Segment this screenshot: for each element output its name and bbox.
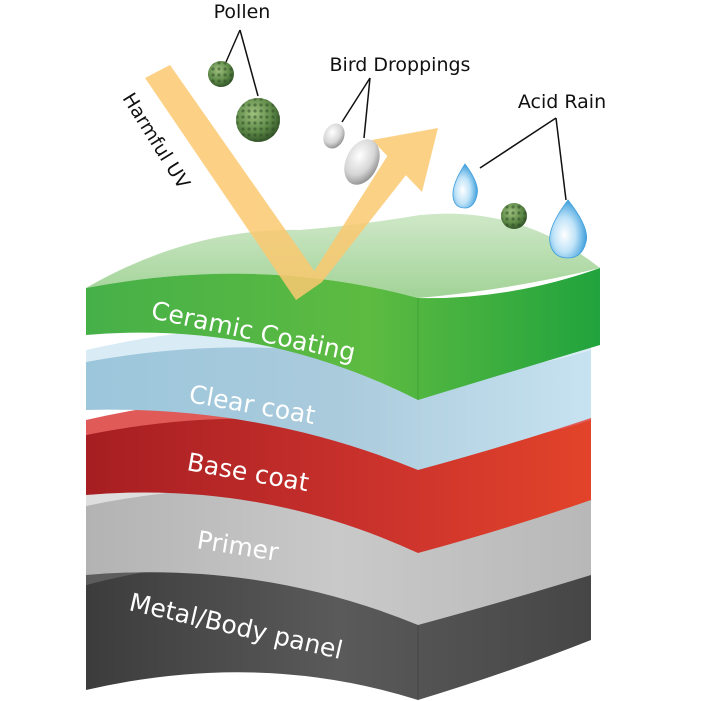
- acid-rain-label: Acid Rain: [518, 91, 606, 113]
- acid-rain-group: [452, 117, 587, 259]
- water-drop-icon: [452, 163, 478, 209]
- layer-ceramic: [86, 213, 600, 400]
- bird-droppings-group: [323, 77, 380, 185]
- pollen-group: [208, 29, 280, 142]
- bird-dropping-icon: [323, 123, 345, 149]
- uv-ray-arrow: [145, 65, 438, 300]
- bird-dropping-icon: [344, 139, 380, 185]
- pollen-icon: [208, 61, 234, 87]
- bird-droppings-label: Bird Droppings: [330, 54, 471, 76]
- water-drop-icon: [549, 199, 587, 259]
- pollen-icon: [501, 203, 527, 229]
- pollen-label: Pollen: [214, 1, 271, 23]
- pollen-icon: [236, 98, 280, 142]
